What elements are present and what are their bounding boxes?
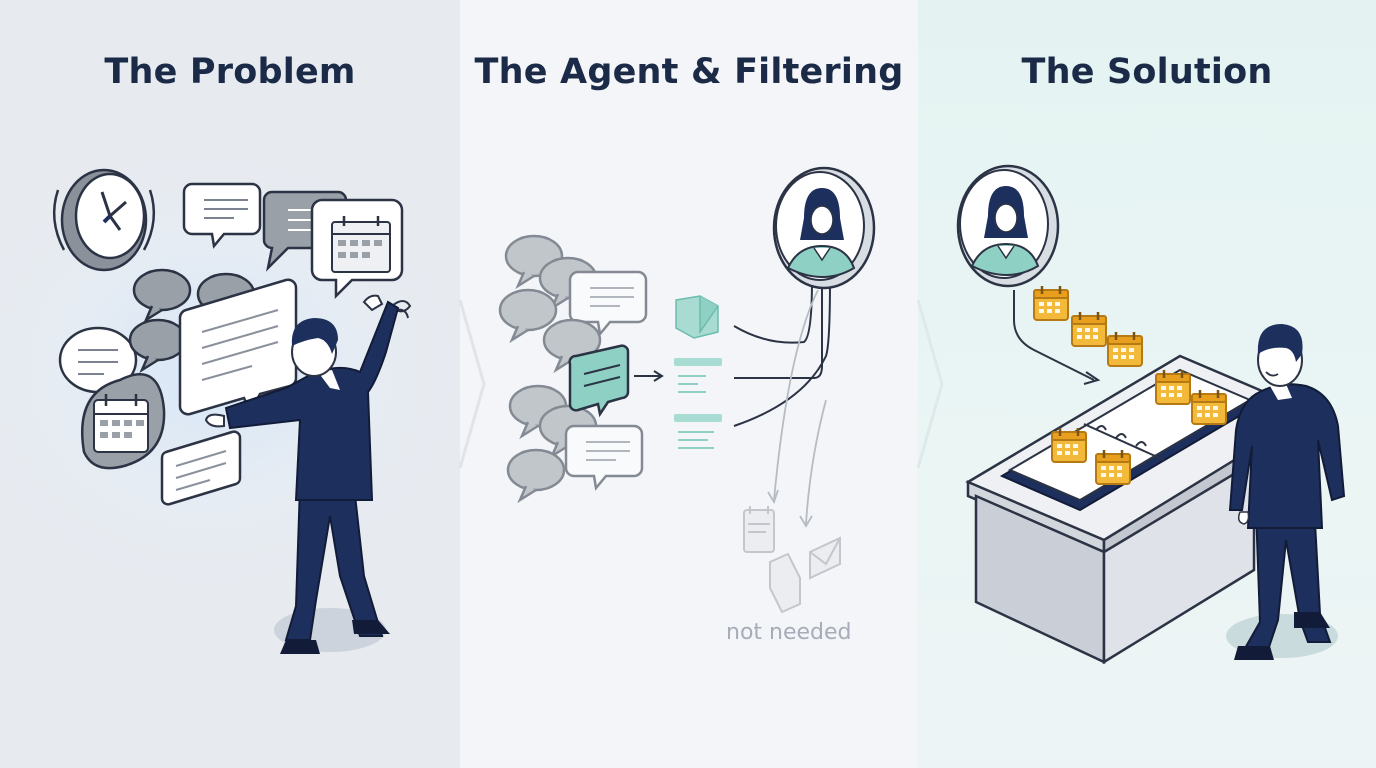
calendar-icon bbox=[1070, 310, 1108, 348]
chat-bubble-icon bbox=[568, 344, 630, 418]
panel-agent: The Agent & Filtering bbox=[460, 0, 918, 768]
calendar-icon bbox=[80, 373, 166, 470]
agent-illustration bbox=[498, 166, 876, 614]
solution-illustration bbox=[956, 164, 1346, 665]
calendar-icon bbox=[310, 198, 404, 300]
chat-bubble-icon bbox=[128, 318, 188, 372]
panel-title-solution: The Solution bbox=[1021, 52, 1273, 92]
calendar-icon bbox=[1032, 284, 1070, 322]
avatar-icon bbox=[772, 166, 876, 290]
stressed-man bbox=[204, 294, 400, 654]
document-icon bbox=[769, 552, 801, 614]
not-needed-label: not needed bbox=[726, 620, 852, 645]
document-icon bbox=[675, 295, 719, 339]
calendar-icon bbox=[743, 506, 775, 553]
calendar-icon bbox=[1154, 368, 1192, 406]
chat-bubble-icon bbox=[564, 424, 644, 490]
calendar-icon bbox=[1106, 330, 1144, 368]
calendar-icon bbox=[1094, 448, 1132, 486]
happy-man bbox=[1228, 324, 1346, 660]
panel-title-problem: The Problem bbox=[104, 52, 356, 92]
calendar-icon bbox=[1050, 426, 1088, 464]
chat-bubble-icon bbox=[506, 448, 566, 502]
list-item-extracted bbox=[674, 414, 722, 449]
calendar-icon bbox=[1190, 388, 1228, 426]
problem-illustration bbox=[52, 168, 412, 654]
chat-bubble-icon bbox=[182, 182, 262, 248]
panel-title-agent: The Agent & Filtering bbox=[474, 52, 904, 92]
avatar-icon bbox=[956, 164, 1060, 288]
clock-icon bbox=[52, 168, 156, 272]
list-item-extracted bbox=[674, 358, 722, 393]
chat-bubble-icon bbox=[160, 430, 242, 506]
envelope-icon bbox=[809, 536, 841, 580]
